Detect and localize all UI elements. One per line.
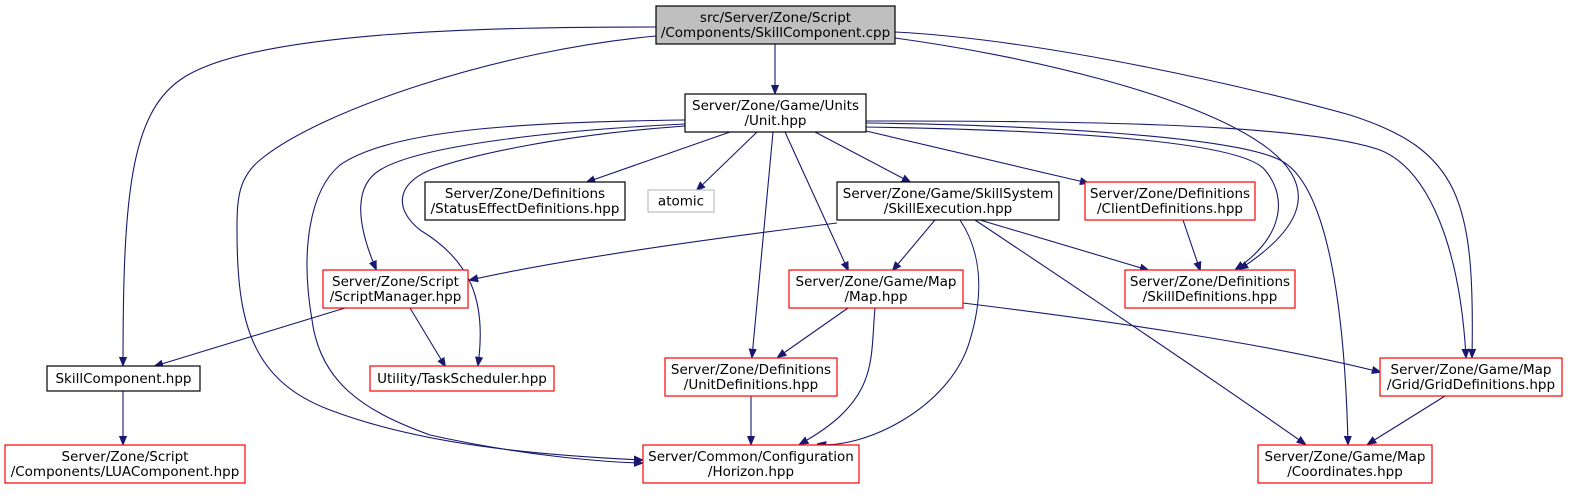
node-label-clientdef: Server/Zone/Definitions [1090,186,1250,202]
node-label-map: Server/Zone/Game/Map [796,274,957,290]
edge-unit-to-unitdef [752,131,774,357]
node-label-skillcomp: SkillComponent.hpp [55,371,191,387]
node-label-atomic: atomic [658,194,704,210]
node-label-skillexec: Server/Zone/Game/SkillSystem [843,186,1053,202]
node-label-scriptmgr: Server/Zone/Script [332,274,459,290]
node-box-skillcomp[interactable] [46,365,201,392]
node-box-griddef[interactable] [1379,357,1563,397]
edge-root-to-skilldef [894,37,1299,269]
edge-unit-to-horizon [306,119,686,463]
edge-skillexec-to-horizon [818,219,980,445]
node-label-luacomp: /Components/LUAComponent.hpp [11,464,240,480]
node-root[interactable]: src/Server/Zone/Script/Components/SkillC… [655,5,896,45]
node-atomic[interactable]: atomic [647,189,715,213]
node-label-scriptmgr: /ScriptManager.hpp [330,289,462,305]
node-label-skillexec: /SkillExecution.hpp [884,201,1012,217]
node-label-unitdef: Server/Zone/Definitions [671,362,831,378]
node-luacomp[interactable]: Server/Zone/Script/Components/LUACompone… [4,444,246,484]
node-box-unit[interactable] [684,93,867,133]
node-unitdef[interactable]: Server/Zone/Definitions/UnitDefinitions.… [664,357,838,397]
node-label-clientdef: /ClientDefinitions.hpp [1097,201,1243,217]
edge-skillexec-to-scriptmgr [470,222,838,280]
edge-root-to-horizon [236,35,657,460]
edge-unit-to-coords [865,122,1348,444]
edge-unit-to-tasksched [401,125,686,365]
edge-unit-to-map [784,131,848,270]
node-label-root: /Components/SkillComponent.cpp [661,25,890,41]
node-label-horizon: Server/Common/Configuration [648,449,854,465]
node-label-unit: /Unit.hpp [744,113,806,129]
node-label-coords: Server/Zone/Game/Map [1265,449,1426,465]
node-label-unitdef: /UnitDefinitions.hpp [684,377,818,393]
edge-unit-to-status [587,131,731,182]
node-label-root: src/Server/Zone/Script [700,10,851,26]
edge-skillexec-to-coords [974,219,1305,444]
node-label-griddef: /Grid/GridDefinitions.hpp [1387,377,1555,393]
node-box-horizon[interactable] [642,444,860,484]
node-box-luacomp[interactable] [4,444,246,484]
edge-scriptmgr-to-skillcomp [155,307,346,366]
node-map[interactable]: Server/Zone/Game/Map/Map.hpp [788,269,964,309]
edge-scriptmgr-to-tasksched [409,307,445,366]
node-label-tasksched: Utility/TaskScheduler.hpp [377,371,547,387]
node-label-griddef: Server/Zone/Game/Map [1391,362,1552,378]
edge-griddef-to-coords [1368,395,1446,444]
node-label-status: Server/Zone/Definitions [445,186,605,202]
node-label-luacomp: Server/Zone/Script [62,449,189,465]
node-label-skilldef: /SkillDefinitions.hpp [1143,289,1278,305]
edge-skillexec-to-skilldef [979,219,1148,270]
node-box-skillexec[interactable] [836,181,1060,221]
node-clientdef[interactable]: Server/Zone/Definitions/ClientDefinition… [1084,181,1256,221]
edge-unit-to-atomic [697,131,758,190]
node-skilldef[interactable]: Server/Zone/Definitions/SkillDefinitions… [1124,269,1296,309]
edge-unit-to-scriptmgr [360,123,686,269]
node-box-tasksched[interactable] [369,365,555,392]
node-box-skilldef[interactable] [1124,269,1296,309]
node-unit[interactable]: Server/Zone/Game/Units/Unit.hpp [684,93,867,133]
node-scriptmgr[interactable]: Server/Zone/Script/ScriptManager.hpp [322,269,469,309]
node-box-scriptmgr[interactable] [322,269,469,309]
node-box-root[interactable] [655,5,896,45]
node-box-clientdef[interactable] [1084,181,1256,221]
edge-unit-to-skilldef [865,126,1279,269]
node-skillcomp[interactable]: SkillComponent.hpp [46,365,201,392]
node-label-skilldef: Server/Zone/Definitions [1130,274,1290,290]
node-label-coords: /Coordinates.hpp [1287,464,1403,480]
edges-layer [123,26,1472,463]
nodes-layer: src/Server/Zone/Script/Components/SkillC… [4,5,1563,484]
node-tasksched[interactable]: Utility/TaskScheduler.hpp [369,365,555,392]
edge-clientdef-to-skilldef [1182,219,1200,270]
edge-root-to-skillcomp [123,26,657,365]
node-skillexec[interactable]: Server/Zone/Game/SkillSystem/SkillExecut… [836,181,1060,221]
node-box-status[interactable] [424,181,626,221]
node-status[interactable]: Server/Zone/Definitions/StatusEffectDefi… [424,181,626,221]
edge-unit-to-skillexec [814,131,910,182]
node-griddef[interactable]: Server/Zone/Game/Map/Grid/GridDefinition… [1379,357,1563,397]
node-box-atomic[interactable] [647,189,715,213]
node-label-map: /Map.hpp [844,289,907,305]
edge-map-to-unitdef [778,307,849,357]
edge-map-to-griddef [962,302,1380,372]
node-label-horizon: /Horizon.hpp [708,464,794,480]
node-label-status: /StatusEffectDefinitions.hpp [431,201,620,217]
edge-unit-to-griddef [865,120,1466,357]
node-box-coords[interactable] [1257,444,1433,484]
node-horizon[interactable]: Server/Common/Configuration/Horizon.hpp [642,444,860,484]
node-box-map[interactable] [788,269,964,309]
edge-map-to-horizon [800,307,876,444]
edge-unit-to-clientdef [865,130,1088,183]
node-box-unitdef[interactable] [664,357,838,397]
edge-skillexec-to-map [893,219,936,270]
node-label-unit: Server/Zone/Game/Units [692,98,859,114]
edge-root-to-griddef [894,31,1472,357]
node-coords[interactable]: Server/Zone/Game/Map/Coordinates.hpp [1257,444,1433,484]
